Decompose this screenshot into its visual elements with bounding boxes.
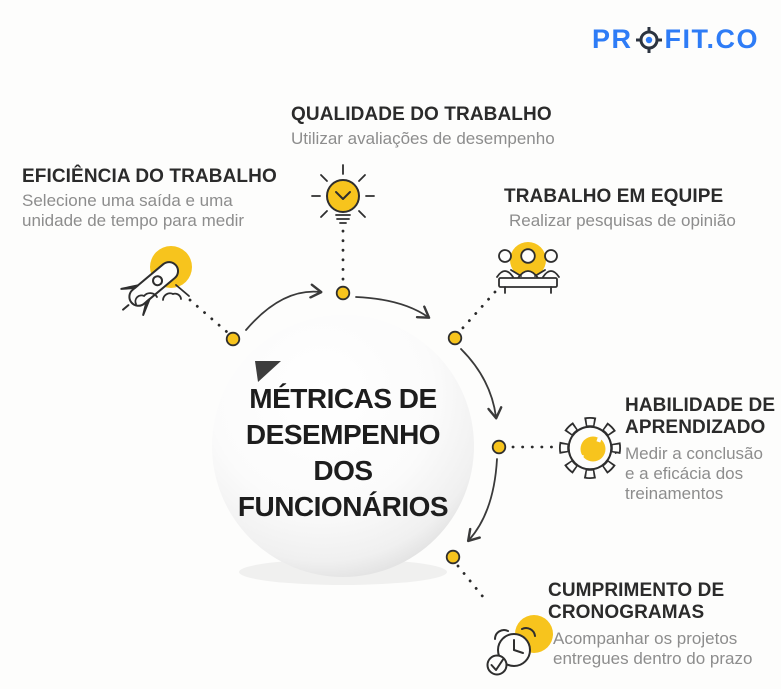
rocket-icon	[120, 246, 192, 316]
logo-text-suffix: FIT.CO	[664, 24, 759, 54]
dotted-connector-clock	[456, 564, 490, 605]
dotted-connector-team	[459, 290, 497, 332]
flow-arrow-1	[245, 283, 323, 331]
connector-dot-1	[225, 331, 241, 347]
connector-dot-5	[445, 549, 461, 565]
clock-icon	[486, 615, 553, 676]
metric-qualidade-do-trabalho: QUALIDADE DO TRABALHO Utilizar avaliaçõe…	[291, 104, 591, 149]
metric-trabalho-em-equipe: TRABALHO EM EQUIPE Realizar pesquisas de…	[504, 186, 764, 231]
metric-title: EFICIÊNCIA DO TRABALHO	[22, 166, 277, 187]
metric-title: QUALIDADE DO TRABALHO	[291, 104, 552, 125]
flow-arrow-3	[460, 348, 503, 420]
center-sphere	[212, 315, 474, 577]
lightbulb-icon	[311, 164, 375, 224]
metric-description: Realizar pesquisas de opinião	[509, 211, 736, 230]
dotted-connectors	[188, 229, 559, 605]
gear-icon	[559, 417, 621, 479]
brand-logo: PR FIT.CO	[592, 24, 759, 55]
connector-dot-4	[491, 439, 507, 455]
dotted-connector-rocket	[188, 298, 229, 334]
connector-dots	[225, 285, 507, 565]
connector-dot-3	[447, 330, 463, 346]
target-icon	[635, 26, 662, 53]
metric-eficiencia-do-trabalho: EFICIÊNCIA DO TRABALHO Selecione uma saí…	[22, 166, 292, 231]
metric-title: TRABALHO EM EQUIPE	[504, 186, 724, 207]
team-icon	[496, 242, 560, 294]
metric-description: Utilizar avaliações de desempenho	[291, 129, 555, 148]
connector-dot-2	[335, 285, 351, 301]
logo-text-prefix: PR	[591, 24, 633, 54]
triangle-marker-icon	[255, 361, 281, 382]
flow-arrow-4	[466, 458, 498, 543]
flow-arrow-2	[355, 296, 431, 319]
